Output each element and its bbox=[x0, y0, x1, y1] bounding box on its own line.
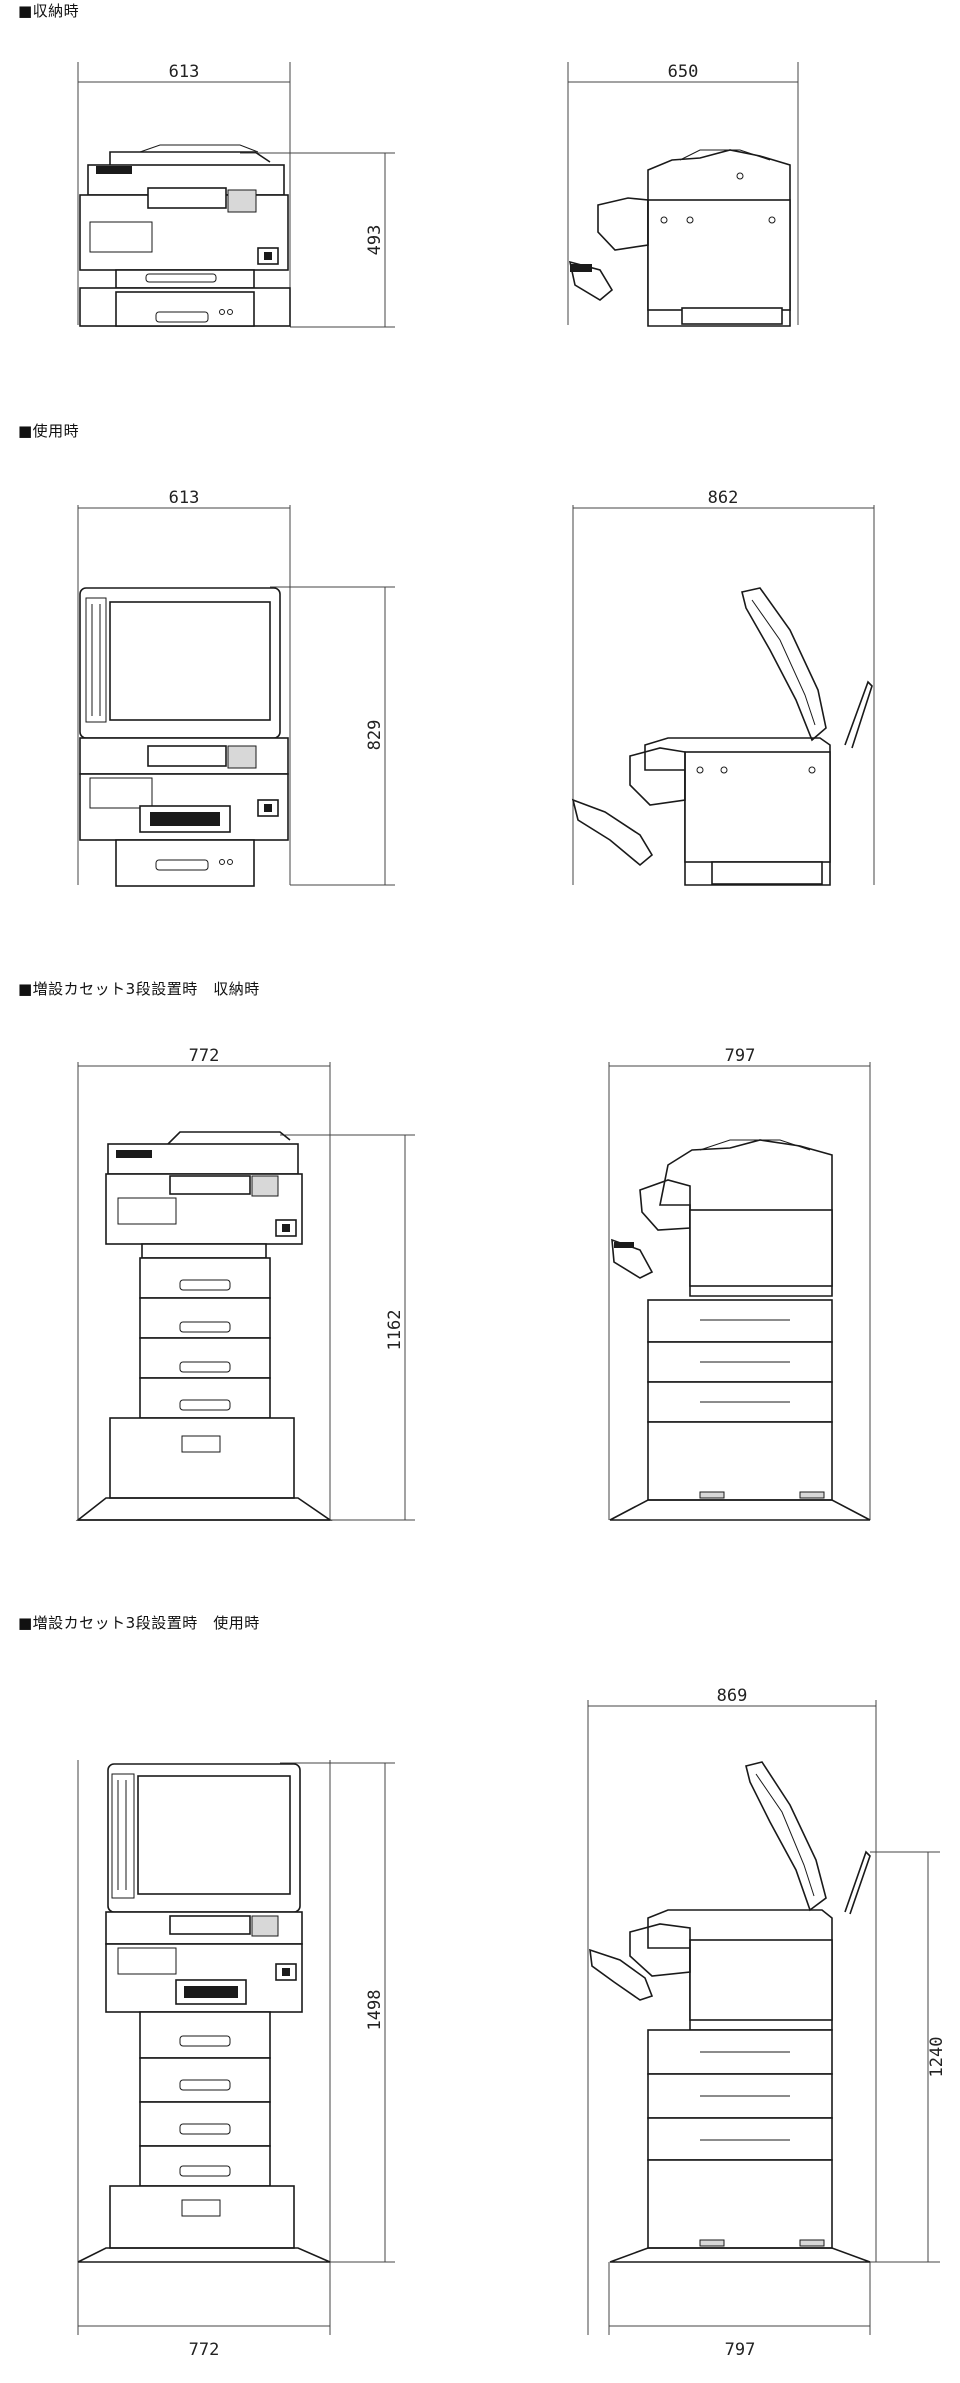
storage-front-view: 613 493 bbox=[77, 62, 395, 328]
cassette-storage-front-view: 772 1162 bbox=[75, 1046, 415, 1521]
in-use-front-width: 613 bbox=[169, 488, 200, 508]
in-use-front-height: 829 bbox=[365, 720, 385, 751]
cassette-storage-front-width: 772 bbox=[189, 1046, 220, 1066]
cassette-in-use-front-view: 1498 772 bbox=[77, 1760, 395, 2360]
section-title-3-cassette-storage: ■増設カセット3段設置時 収納時 bbox=[18, 980, 260, 998]
cassette-in-use-side-height: 1240 bbox=[927, 2037, 947, 2078]
section-title-storage: ■収納時 bbox=[18, 2, 80, 20]
storage-side-width: 650 bbox=[668, 62, 699, 82]
cassette-storage-front-height: 1162 bbox=[385, 1310, 405, 1351]
cassette-in-use-side-view: 869 1240 797 bbox=[587, 1686, 947, 2360]
cassette-in-use-front-bottom-width: 772 bbox=[189, 2340, 220, 2360]
storage-side-view: 650 bbox=[567, 62, 799, 327]
in-use-side-view: 862 bbox=[571, 488, 875, 886]
cassette-storage-side-width: 797 bbox=[725, 1046, 756, 1066]
in-use-front-view: 613 829 bbox=[77, 488, 395, 887]
cassette-in-use-front-height: 1498 bbox=[365, 1990, 385, 2031]
storage-front-height: 493 bbox=[365, 225, 385, 256]
cassette-in-use-side-width: 869 bbox=[717, 1686, 748, 1706]
section-title-in-use: ■使用時 bbox=[18, 422, 80, 440]
cassette-storage-side-view: 797 bbox=[608, 1046, 871, 1521]
section-title-3-cassette-in-use: ■増設カセット3段設置時 使用時 bbox=[18, 1614, 260, 1632]
storage-front-width: 613 bbox=[169, 62, 200, 82]
cassette-in-use-side-bottom-width: 797 bbox=[725, 2340, 756, 2360]
in-use-side-width: 862 bbox=[708, 488, 739, 508]
